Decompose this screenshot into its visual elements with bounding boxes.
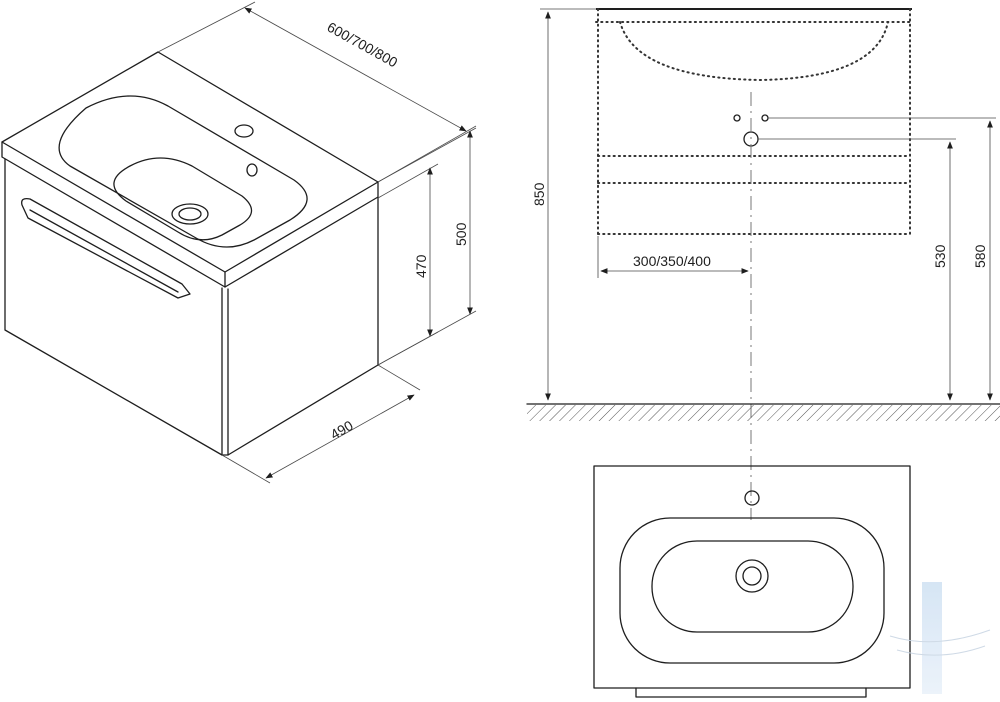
dimension-total-height-label: 500 (453, 222, 469, 246)
dimension-center-offset-label: 300/350/400 (633, 253, 711, 269)
dimension-supply-height-label: 580 (972, 244, 988, 268)
dimension-mount-height-label: 850 (531, 182, 547, 206)
dimension-cabinet-height-label: 470 (413, 254, 429, 278)
basin-inner-bowl-plan (651, 540, 854, 633)
top-plan-view (593, 465, 911, 698)
tap-hole-icon (234, 124, 254, 138)
drawer-lip (635, 687, 867, 698)
dimension-drain-height-label: 530 (932, 244, 948, 268)
basin-outer-rim (58, 95, 308, 248)
dimension-width-label: 600/700/800 (325, 19, 401, 71)
basin-inner-bowl (113, 157, 253, 241)
supply-hole-left-icon (733, 114, 741, 122)
supply-hole-right-icon (761, 114, 769, 122)
tap-hole-plan-icon (744, 490, 760, 506)
front-elevation-view: 850 300/350/400 530 580 (526, 8, 1000, 520)
drain-plan-icon (735, 559, 769, 593)
basin-top-face (1, 51, 379, 273)
overflow-hole-icon (246, 163, 258, 177)
watermark-logo (889, 582, 991, 694)
hidden-basin-bowl (619, 21, 889, 82)
cabinet-front-face (4, 158, 223, 456)
floor-hatching (527, 405, 1000, 421)
drain-icon (171, 203, 209, 225)
isometric-view: 600/700/800 490 470 500 (1, 1, 477, 484)
basin-top-outline (593, 465, 911, 689)
basin-outer-bowl (619, 517, 885, 664)
drawer-handle (21, 197, 191, 299)
cabinet-side-face (227, 197, 379, 456)
dimension-depth-label: 490 (328, 417, 356, 443)
basin-side-edge (224, 181, 379, 288)
basin-front-edge (1, 141, 226, 288)
